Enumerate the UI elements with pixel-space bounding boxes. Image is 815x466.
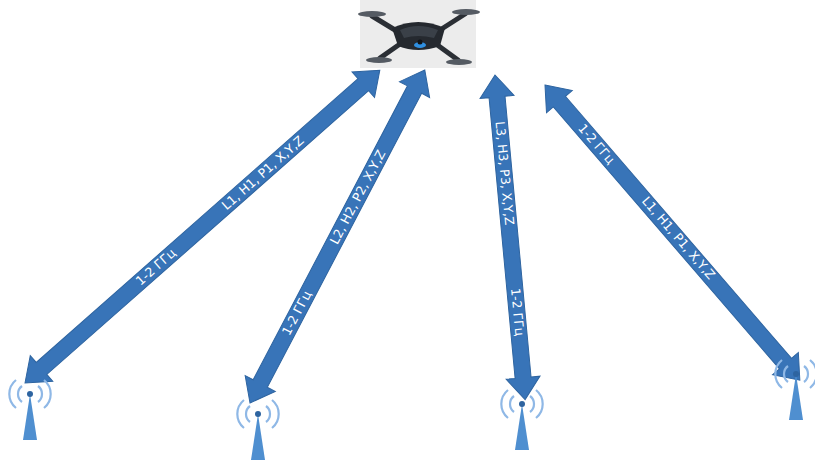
arrow-label: 1-2 ГГц bbox=[134, 246, 178, 287]
arrow-label: L2, H2, P2, X,Y,Z bbox=[328, 148, 388, 246]
drone-picture bbox=[358, 0, 480, 68]
antenna-icons bbox=[9, 360, 815, 460]
double-arrows bbox=[14, 57, 813, 410]
arrow-label: L1, H1, P1, X,Y,Z bbox=[639, 194, 717, 281]
arrow-label: 1-2 ГГц bbox=[576, 121, 617, 166]
arrow-label: 1-2 ГГц bbox=[509, 287, 526, 336]
arrow-label: L3, H3, P3, X,Y,Z bbox=[493, 120, 515, 225]
arrow-label: L1, H1, P1, X,Y,Z bbox=[220, 134, 307, 212]
